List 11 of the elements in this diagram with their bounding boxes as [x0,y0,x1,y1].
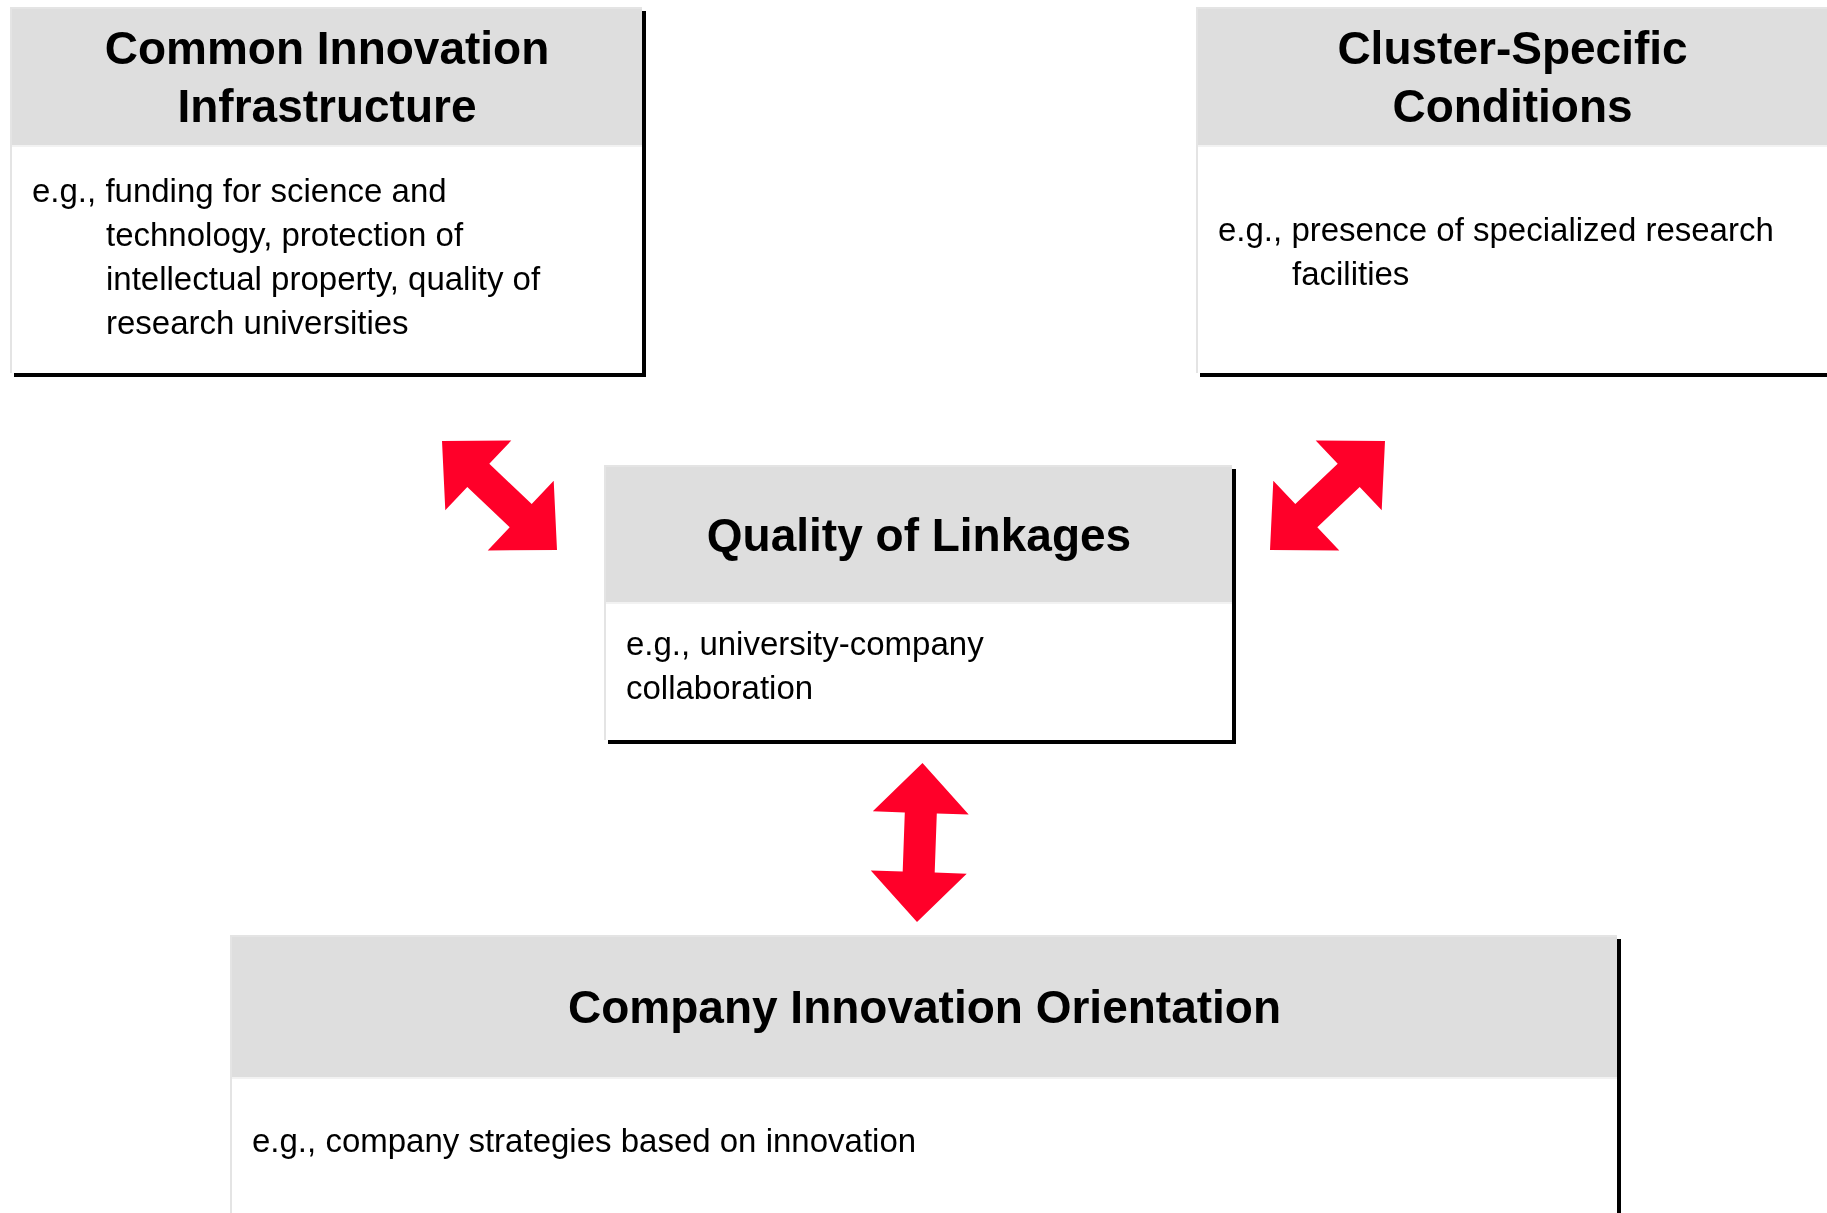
card-heading: Quality of Linkages [606,467,1232,604]
card-heading: Cluster-Specific Conditions [1198,9,1827,147]
example-text: e.g., university-company collaboration [626,624,985,708]
double-arrow [870,763,969,922]
double-arrow [1270,440,1385,551]
card-heading: Common Innovation Infrastructure [12,9,642,147]
example-text: e.g., company strategies based on innovation [252,1121,917,1161]
example-text: e.g., funding for science and technology, protection of intellectual property, quality of research universities [32,171,542,343]
double-arrow [442,440,557,551]
card-heading: Company Innovation Orientation [232,937,1617,1079]
example-text: e.g., presence of specialized research facilities [1218,210,1775,294]
